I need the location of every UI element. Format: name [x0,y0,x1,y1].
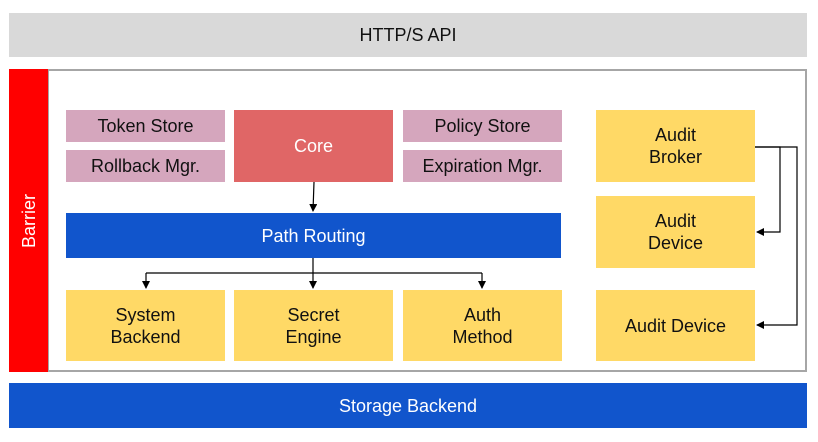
audit-broker-box: Audit Broker [596,110,755,182]
auth-method-label: Auth Method [452,304,513,347]
audit-device-label-2: Audit Device [624,315,727,336]
http-api-layer: HTTP/S API [9,13,807,57]
core-label: Core [293,136,333,156]
barrier-label: Barrier [18,193,39,248]
audit-device-label-1: Audit Device [647,211,704,253]
path-routing-label: Path Routing [261,225,366,246]
rollback-mgr-label: Rollback Mgr. [90,156,201,176]
path-routing-box: Path Routing [66,213,561,258]
secret-engine-box: Secret Engine [234,290,393,361]
core-box: Core [234,110,393,182]
secret-engine-label: Secret Engine [285,304,342,347]
audit-device-box-1: Audit Device [596,196,755,268]
token-store-label: Token Store [97,116,194,136]
storage-backend-layer: Storage Backend [9,383,807,428]
http-api-label: HTTP/S API [359,25,457,45]
system-backend-label: System Backend [110,304,181,347]
storage-backend-label: Storage Backend [338,395,478,416]
barrier-layer: Barrier [9,69,48,372]
auth-method-box: Auth Method [403,290,562,361]
audit-device-box-2: Audit Device [596,290,755,361]
expiration-mgr-box: Expiration Mgr. [403,150,562,182]
expiration-mgr-label: Expiration Mgr. [422,156,543,176]
policy-store-box: Policy Store [403,110,562,142]
token-store-box: Token Store [66,110,225,142]
audit-broker-label: Audit Broker [648,125,702,167]
system-backend-box: System Backend [66,290,225,361]
rollback-mgr-box: Rollback Mgr. [66,150,225,182]
policy-store-label: Policy Store [434,116,531,136]
